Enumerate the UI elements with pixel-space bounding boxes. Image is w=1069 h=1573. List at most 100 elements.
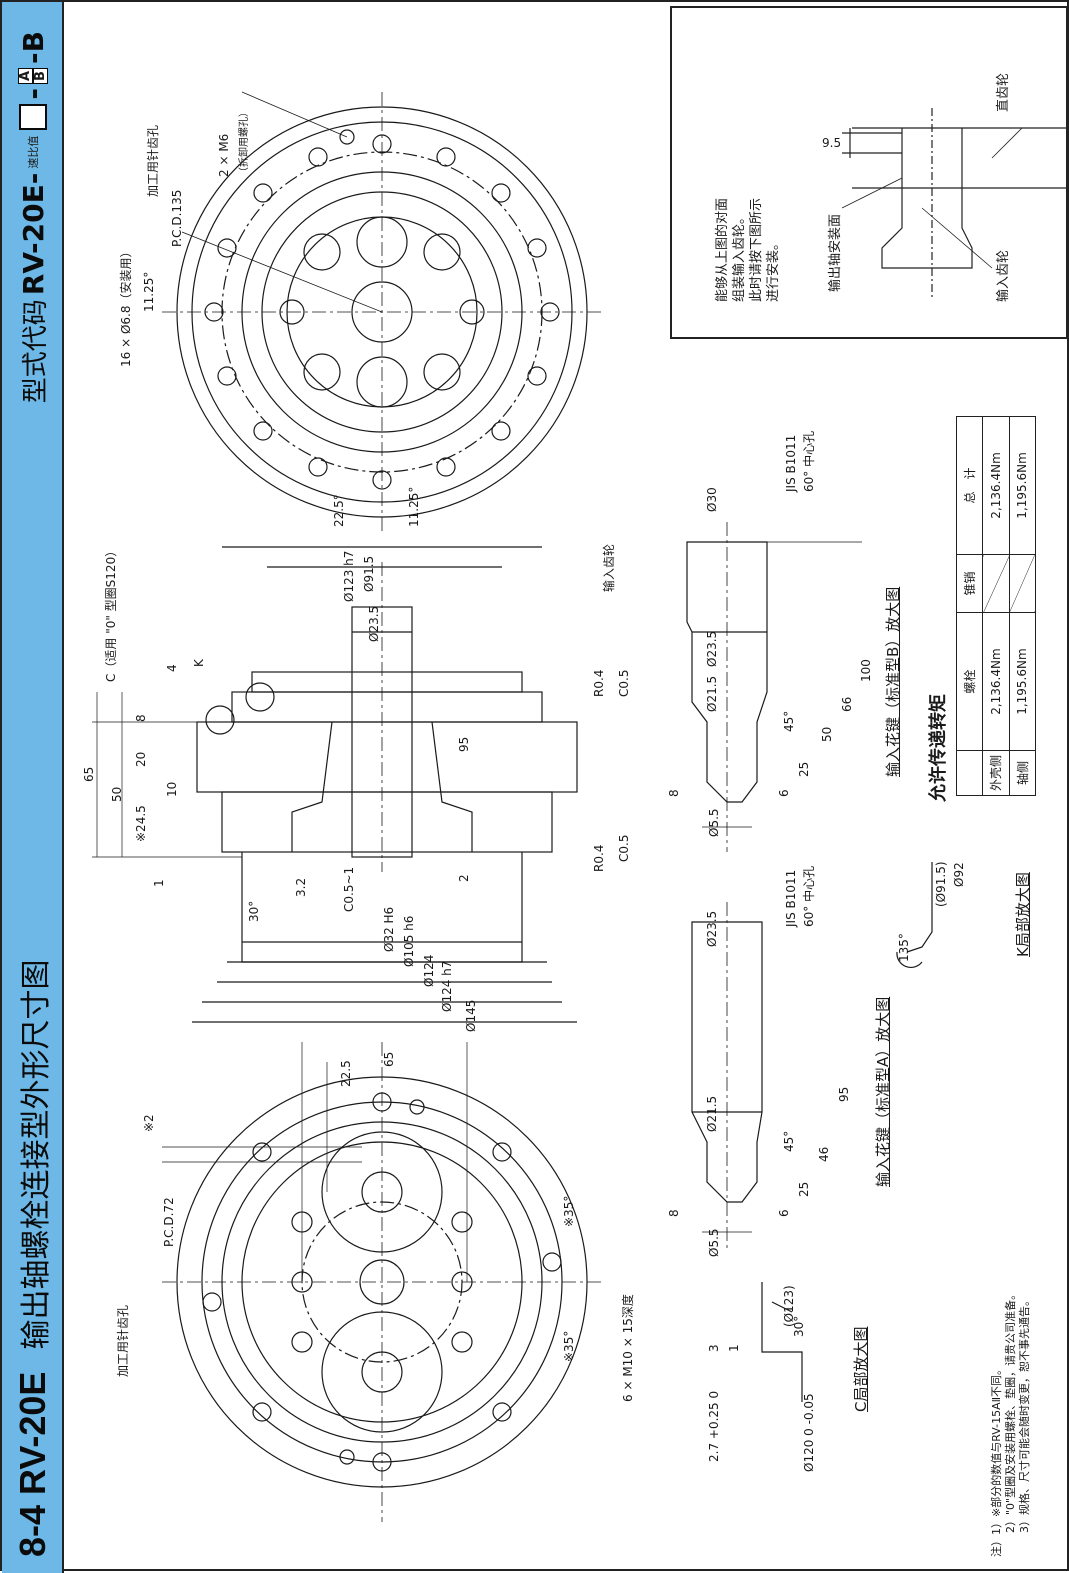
footnotes: 注）1）※部分的数值与RV-15AⅡ不同。 2）"0"型圈及安装用螺栓、垫圈，请…	[990, 1289, 1032, 1557]
spline-a-jis: JIS B1011	[784, 869, 798, 927]
label-k: K	[192, 659, 206, 667]
spline-b-d235: Ø23.5	[705, 630, 719, 667]
spline-b-8: 8	[667, 789, 681, 797]
detail-c-title: C局部放大图	[852, 1326, 870, 1412]
spline-a-d215: Ø21.5	[705, 1095, 719, 1132]
section-header-strip: 8-4 RV-20E 输出轴螺栓连接型外形尺寸图 型式代码 RV-20E- 速比…	[2, 2, 64, 1573]
model-code-end: -B	[16, 31, 50, 64]
note-2: 2）"0"型圈及安装用螺栓、垫圈，请贵公司准备。	[1004, 1288, 1017, 1533]
detail-k-title: K局部放大图	[1014, 872, 1032, 957]
spline-a-center-hole: 60° 中心孔	[802, 865, 816, 927]
spline-b-d215: Ø21.5	[705, 675, 719, 712]
install-dimension: 9.5	[822, 136, 842, 150]
spline-a-8: 8	[667, 1209, 681, 1217]
table-header-row: 螺栓 锥销 总 计	[956, 416, 983, 796]
spline-a-45: 45°	[782, 1130, 796, 1152]
spline-b-title: 输入花键（标准型B）放大图	[884, 586, 902, 777]
detail-c-3: 3	[707, 1344, 721, 1352]
label-c05-bottom: C0.5	[617, 834, 631, 862]
label-m6: 2 × M6	[217, 133, 231, 177]
label-d915: Ø91.5	[362, 555, 376, 592]
detail-k-135: 135°	[897, 933, 911, 962]
bottom-end-view	[162, 1042, 602, 1522]
detail-c-30deg: 30°	[792, 1315, 806, 1337]
label-d32: Ø32 H6	[382, 906, 396, 952]
model-code-label: 型式代码	[20, 299, 51, 404]
spline-b-66: 66	[840, 696, 854, 712]
detail-k-drawing	[896, 862, 933, 969]
install-note-box: 9.5	[670, 6, 1068, 339]
label-d124h7: Ø124 h7	[440, 960, 454, 1012]
detail-k-d92: Ø92	[952, 862, 966, 887]
suffix-b: B	[33, 67, 48, 85]
label-r04-bottom: R0.4	[592, 844, 606, 872]
label-8: 8	[134, 714, 148, 722]
spline-b-25: 25	[797, 761, 811, 777]
spline-b-center-hole: 60° 中心孔	[802, 430, 816, 492]
suffix-ab: A B	[18, 67, 48, 85]
label-2: 2	[457, 874, 471, 882]
detail-c-27: 2.7 +0.25 0	[707, 1390, 721, 1462]
suffix-a: A	[18, 67, 33, 85]
spline-b-6: 6	[777, 789, 791, 797]
spline-b-50: 50	[820, 726, 834, 742]
label-m6-note: （拆卸用螺孔）	[239, 107, 250, 177]
model-code: 型式代码 RV-20E- 速比值 - A B -B	[16, 31, 51, 404]
table-row: 外壳侧 2,136.4Nm 2,136.4Nm	[982, 416, 1010, 796]
label-d124: Ø124	[422, 954, 436, 987]
label-245: ※24.5	[134, 805, 148, 842]
label-pcd135: P.C.D.135	[170, 189, 184, 247]
label-d145: Ø145	[464, 999, 478, 1032]
note-1: 1）※部分的数值与RV-15AⅡ不同。	[990, 1363, 1003, 1535]
spline-b-jis: JIS B1011	[784, 434, 798, 492]
spline-a-6: 6	[777, 1209, 791, 1217]
label-20: 20	[134, 751, 148, 767]
spline-a-title: 输入花键（标准型A）放大图	[874, 996, 892, 1187]
label-bottom-65: 65	[382, 1051, 396, 1067]
label-note2-mark: ※2	[142, 1114, 156, 1132]
detail-c-1: 1	[727, 1344, 741, 1352]
torque-table-title: 允许传递转矩	[928, 694, 949, 802]
technical-drawing	[92, 91, 933, 1522]
label-angle-1125a: 11.25°	[142, 271, 156, 312]
spline-b-100: 100	[859, 659, 873, 682]
spline-a-d235: Ø23.5	[705, 910, 719, 947]
spline-b-45: 45°	[782, 710, 796, 732]
top-end-view	[162, 91, 602, 532]
label-35deg-a: ※35°	[562, 1195, 576, 1227]
ratio-placeholder-box	[19, 103, 47, 130]
label-16-holes: 16 × Ø6.8（安装用）	[119, 245, 133, 367]
torque-table: 螺栓 锥销 总 计 外壳侧 2,136.4Nm 2,136.4Nm 轴侧 1,1…	[956, 416, 1036, 796]
note-3: 3）规格、尺寸可能会随时变更，恕不事先通告。	[1018, 1295, 1031, 1533]
detail-c-drawing	[761, 1282, 803, 1402]
label-d105: Ø105 h6	[402, 915, 416, 967]
label-angle-225: 22.5°	[332, 494, 346, 527]
spline-a-d55: Ø5.5	[707, 1228, 721, 1257]
spline-a-95: 95	[837, 1086, 851, 1102]
spline-b-d55: Ø5.5	[707, 808, 721, 837]
label-pin-hole-top: 加工用针齿孔	[146, 124, 160, 197]
label-pin-hole-bottom: 加工用针齿孔	[116, 1304, 130, 1377]
spline-b-drawing	[686, 522, 862, 852]
label-angle-1125b: 11.25°	[407, 486, 421, 527]
label-bottom-225: 22.5	[339, 1060, 353, 1087]
ratio-label: 速比值	[27, 135, 40, 169]
notes-prefix: 注）	[990, 1535, 1003, 1557]
label-d235: Ø23.5	[367, 605, 381, 642]
model-code-prefix: RV-20E-	[16, 172, 50, 296]
label-4: 4	[165, 664, 179, 672]
section-number: 8-4 RV-20E	[12, 1371, 53, 1557]
label-c-oring: C（适用 "0" 型圈S120）	[104, 544, 118, 682]
label-65: 65	[82, 766, 96, 782]
spline-b-d30: Ø30	[705, 487, 719, 512]
label-m10-holes: 6 × M10 × 15深度	[621, 1294, 635, 1402]
label-input-gear: 输入齿轮	[602, 543, 616, 592]
page-title: 输出轴螺栓连接型外形尺寸图	[19, 959, 54, 1350]
input-gear-install-sketch	[841, 108, 1066, 298]
spline-a-25: 25	[797, 1181, 811, 1197]
label-10: 10	[165, 781, 179, 797]
table-row: 轴侧 1,195.6Nm 1,195.6Nm	[1009, 416, 1036, 796]
label-35deg-b: ※35°	[562, 1330, 576, 1362]
label-r04-top: R0.4	[592, 669, 606, 697]
